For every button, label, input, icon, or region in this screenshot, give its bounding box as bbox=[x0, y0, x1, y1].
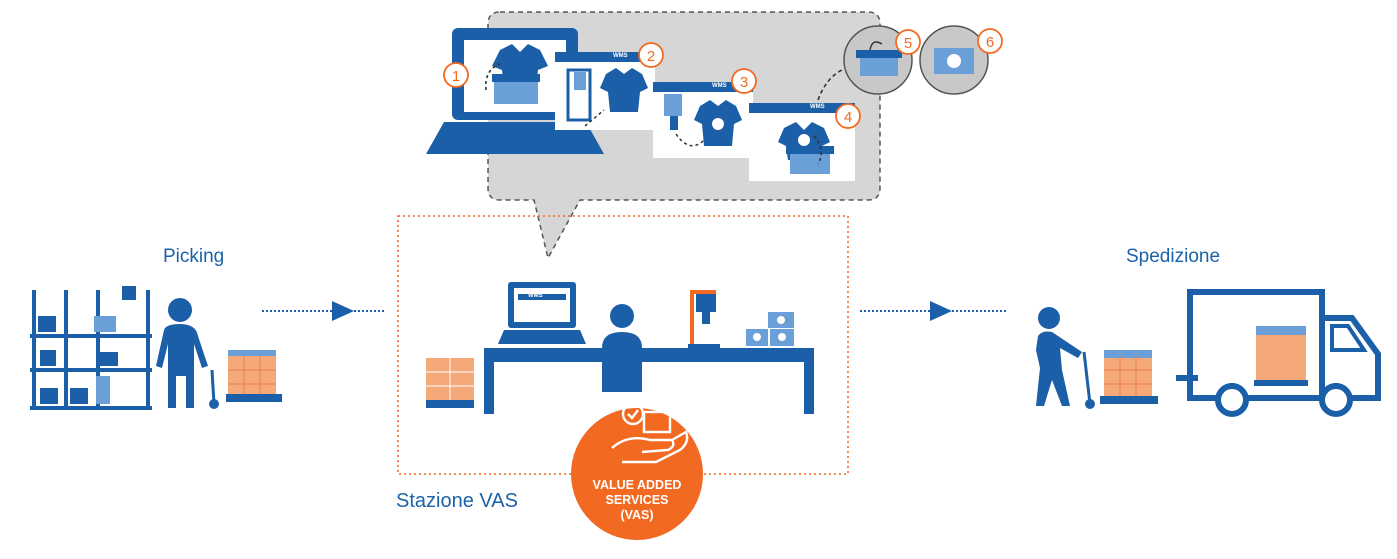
vas-line-3: (VAS) bbox=[620, 508, 654, 522]
brand-tag: WMS bbox=[712, 83, 727, 89]
laptop-icon bbox=[426, 28, 604, 154]
operator-icon bbox=[602, 304, 642, 392]
picking-pallet-jack-icon bbox=[209, 350, 282, 409]
step-badge-3: 3 bbox=[731, 68, 757, 94]
step-number: 5 bbox=[904, 35, 912, 52]
step-number: 3 bbox=[740, 74, 748, 91]
arrow-to-step5 bbox=[817, 69, 843, 101]
pallet-boxes-icon bbox=[426, 358, 474, 408]
step3-screen bbox=[653, 82, 753, 158]
picker-worker-icon bbox=[156, 298, 208, 408]
picking-label: Picking bbox=[163, 246, 225, 267]
station-laptop-icon bbox=[498, 282, 586, 344]
labeled-boxes-icon bbox=[746, 312, 794, 346]
step2-screen bbox=[555, 52, 655, 130]
step-badge-4: 4 bbox=[835, 103, 861, 129]
step-number: 6 bbox=[986, 34, 994, 51]
step-badge-1: 1 bbox=[443, 62, 469, 88]
vas-station-frame bbox=[397, 215, 849, 475]
step-number: 4 bbox=[844, 109, 852, 126]
step4-screen bbox=[749, 103, 855, 181]
vas-line-2: SERVICES bbox=[605, 493, 669, 507]
vas-badge-text: VALUE ADDED SERVICES (VAS) bbox=[572, 478, 702, 523]
vas-line-1: VALUE ADDED bbox=[592, 478, 682, 492]
step5-sealed-box-icon bbox=[843, 25, 913, 95]
vas-badge bbox=[571, 402, 703, 540]
spedizione-label: Spedizione bbox=[1126, 246, 1221, 267]
scanner-icon bbox=[688, 290, 720, 348]
step-badge-5: 5 bbox=[895, 29, 921, 55]
shipping-worker-icon bbox=[1036, 307, 1082, 406]
delivery-truck-icon bbox=[1176, 289, 1381, 417]
brand-tag: WMS bbox=[810, 104, 825, 110]
step6-labeled-box-icon bbox=[919, 25, 989, 95]
brand-tag: WMS bbox=[528, 293, 543, 299]
hand-box-icon bbox=[611, 402, 689, 464]
brand-tag: WMS bbox=[613, 53, 628, 59]
step-badge-6: 6 bbox=[977, 28, 1003, 54]
stazione-vas-label: Stazione VAS bbox=[396, 490, 518, 512]
flow-arrow-vas-to-shipping bbox=[860, 301, 1006, 321]
step-badge-2: 2 bbox=[638, 42, 664, 68]
shipping-pallet-jack-icon bbox=[1082, 350, 1158, 409]
warehouse-shelves-icon bbox=[30, 286, 152, 410]
step-number: 1 bbox=[452, 68, 460, 85]
step-number: 2 bbox=[647, 48, 655, 65]
flow-arrow-picking-to-vas bbox=[262, 301, 384, 321]
workbench-icon bbox=[484, 348, 814, 414]
